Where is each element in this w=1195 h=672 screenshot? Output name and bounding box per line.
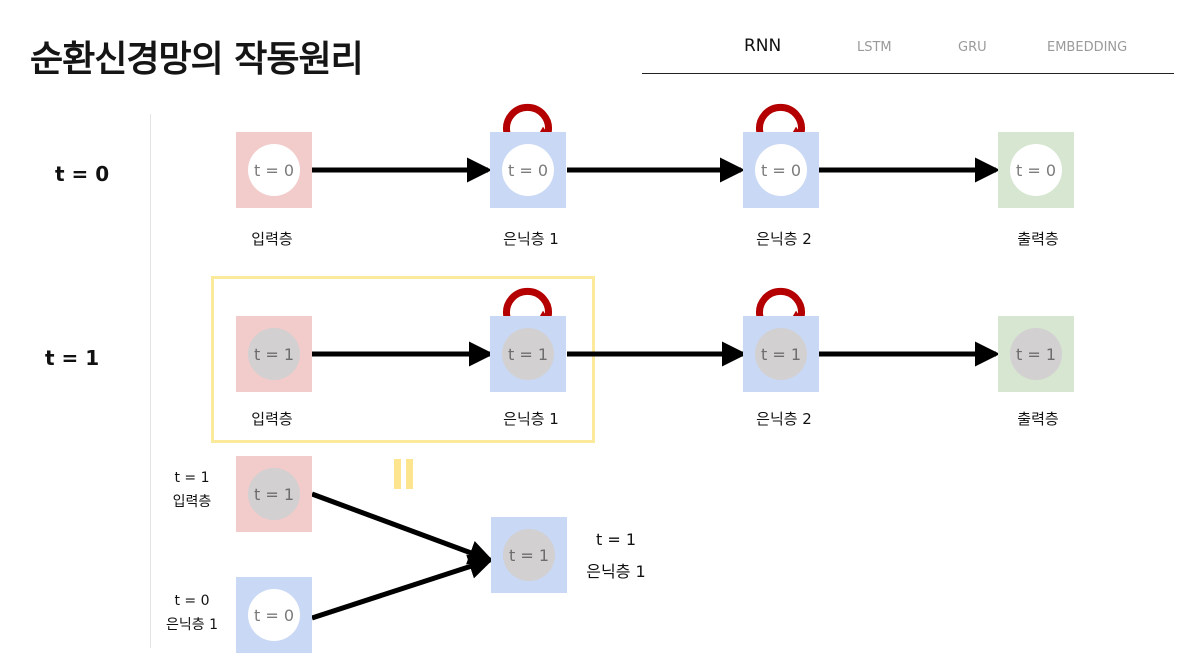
bottom-prev-hidden-time: t = 0 <box>174 593 210 609</box>
nav-tab-gru[interactable]: GRU <box>958 40 987 55</box>
node-label: t = 1 <box>503 529 555 581</box>
caption-hidden2-t1: 은닉층 2 <box>756 410 812 428</box>
arrow-icon <box>311 491 494 565</box>
node-hidden1-t1: t = 1 <box>490 316 566 392</box>
node-label: t = 0 <box>755 144 807 196</box>
nav-underline <box>642 73 1174 74</box>
node-output-t1: t = 1 <box>998 316 1074 392</box>
caption-input-t0: 입력층 <box>251 230 293 248</box>
bottom-prev-hidden-layer: 은닉층 1 <box>166 617 218 633</box>
bottom-input-time: t = 1 <box>174 470 210 486</box>
bottom-result-layer: 은닉층 1 <box>586 562 646 581</box>
vertical-divider <box>150 114 151 648</box>
node-label: t = 0 <box>502 144 554 196</box>
node-label: t = 0 <box>1010 144 1062 196</box>
bottom-result-label: t = 1 은닉층 1 <box>578 524 654 588</box>
nav-tab-lstm[interactable]: LSTM <box>857 40 892 55</box>
bottom-result-time: t = 1 <box>595 530 637 549</box>
node-label: t = 1 <box>1010 328 1062 380</box>
caption-output-t1: 출력층 <box>1017 410 1059 428</box>
time-label-t0: t = 0 <box>55 162 110 186</box>
caption-hidden1-t1: 은닉층 1 <box>503 410 559 428</box>
node-label: t = 0 <box>248 589 300 641</box>
caption-hidden1-t0: 은닉층 1 <box>503 230 559 248</box>
bottom-prev-hidden-label: t = 0 은닉층 1 <box>158 589 226 637</box>
node-output-t0: t = 0 <box>998 132 1074 208</box>
node-bottom-input-t1: t = 1 <box>236 456 312 532</box>
node-hidden1-t0: t = 0 <box>490 132 566 208</box>
caption-output-t0: 출력층 <box>1017 230 1059 248</box>
bottom-input-label: t = 1 입력층 <box>168 466 216 514</box>
nav-tab-rnn[interactable]: RNN <box>744 36 782 56</box>
nav-tab-embedding[interactable]: EMBEDDING <box>1047 40 1128 55</box>
top-nav: RNN LSTM GRU EMBEDDING <box>0 0 1195 90</box>
node-bottom-hidden1-t0: t = 0 <box>236 577 312 653</box>
arrow-icon <box>311 554 494 621</box>
node-label: t = 1 <box>248 328 300 380</box>
caption-input-t1: 입력층 <box>251 410 293 428</box>
equal-sign-icon <box>394 459 414 489</box>
node-hidden2-t0: t = 0 <box>743 132 819 208</box>
node-label: t = 1 <box>248 468 300 520</box>
node-hidden2-t1: t = 1 <box>743 316 819 392</box>
bottom-input-layer: 입력층 <box>172 494 212 510</box>
highlight-box <box>211 276 595 443</box>
node-label: t = 0 <box>248 144 300 196</box>
node-bottom-hidden1-t1: t = 1 <box>491 517 567 593</box>
time-label-t1: t = 1 <box>45 346 100 370</box>
node-label: t = 1 <box>502 328 554 380</box>
page-title: 순환신경망의 작동원리 <box>30 39 364 80</box>
node-label: t = 1 <box>755 328 807 380</box>
node-input-t0: t = 0 <box>236 132 312 208</box>
caption-hidden2-t0: 은닉층 2 <box>756 230 812 248</box>
node-input-t1: t = 1 <box>236 316 312 392</box>
